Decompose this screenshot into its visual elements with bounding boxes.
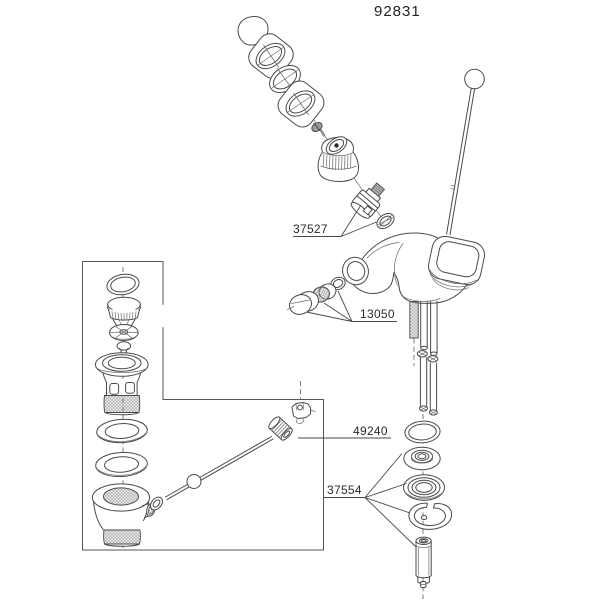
leader-37554	[324, 453, 416, 547]
grooved-washer	[403, 474, 445, 501]
drain-spider	[109, 324, 139, 354]
part-label-aerator: 13050	[360, 307, 395, 321]
handle-plate-lower	[277, 80, 325, 128]
diagram-title: 92831	[374, 3, 421, 20]
horseshoe-bracket	[408, 502, 453, 530]
lever-rod-ball	[186, 474, 202, 489]
part-label-lever-rod: 49240	[353, 424, 388, 438]
handle-screw	[311, 121, 326, 137]
lever-rod	[165, 436, 274, 501]
cartridge	[350, 182, 386, 219]
handle-dome	[317, 136, 359, 182]
cartridge-oring	[376, 212, 395, 230]
drain-flange	[95, 352, 149, 416]
leader-13050	[306, 290, 397, 322]
handle-base-escutcheon	[428, 235, 485, 291]
lever-clevis	[291, 402, 316, 424]
handle-dome-dot	[334, 143, 339, 148]
threaded-stud	[409, 301, 419, 339]
lift-rod-with-ball	[446, 68, 485, 236]
mounting-nut	[415, 536, 432, 588]
drain-washer-upper	[96, 418, 148, 444]
supply-tube-left	[416, 301, 428, 412]
supply-tube-right	[427, 301, 439, 416]
drain-washer-lower	[95, 451, 148, 478]
detail-box	[82, 261, 324, 551]
drain-body	[91, 483, 156, 547]
leader-37527	[293, 204, 377, 237]
handle-plate-upper	[248, 33, 294, 79]
base-oring	[404, 420, 441, 444]
lever-end-ring	[149, 496, 164, 511]
part-label-mounting: 37554	[327, 483, 362, 497]
lever-ball-nut	[268, 416, 293, 441]
boss-washer	[403, 446, 441, 471]
part-label-cartridge: 37527	[293, 222, 328, 236]
aerator-cap	[287, 291, 319, 315]
drain-plug	[107, 296, 141, 332]
drain-oring	[106, 273, 140, 296]
